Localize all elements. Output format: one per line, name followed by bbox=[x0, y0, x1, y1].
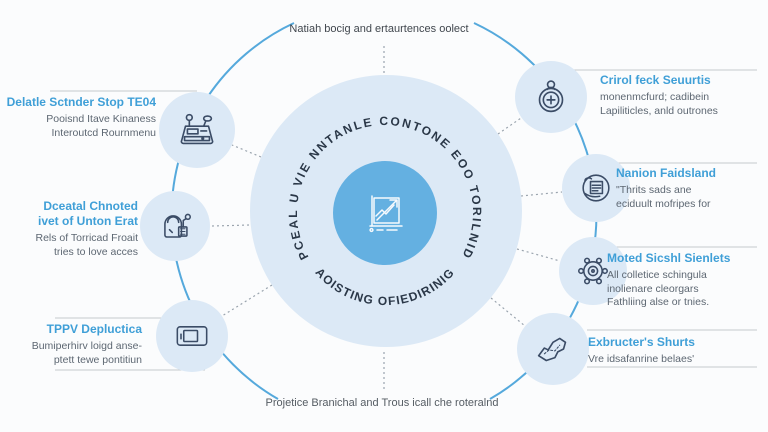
item-body-line: Fathliing alse or tnies. bbox=[607, 296, 710, 308]
satellite-bubble-left-3 bbox=[156, 300, 228, 372]
kettle-machine-icon bbox=[164, 213, 191, 238]
list-item-left-1: Delatle Sctnder Stop TE04 Pooisnd Itave … bbox=[6, 95, 156, 140]
satellite-bubble-right-2 bbox=[562, 154, 630, 222]
satellite-bubble-right-3 bbox=[559, 237, 627, 305]
item-body-line: monenmcfurd; cadibein bbox=[600, 91, 710, 103]
item-body-line: tries to love acces bbox=[53, 245, 138, 258]
tablet-card-icon bbox=[176, 326, 208, 346]
dashed-connectors bbox=[211, 46, 563, 390]
item-body-line: eciduult mofripes for bbox=[616, 197, 711, 210]
list-item-left-3: TPPV Depluctica Bumiperhirv loigd anse- … bbox=[6, 322, 142, 367]
item-body-line: All colletice schingula bbox=[607, 269, 707, 281]
item-body-line: Lapiliticles, anld outrones bbox=[600, 104, 718, 117]
item-title: Delatle Sctnder Stop TE04 bbox=[6, 95, 156, 109]
item-body-line: ptett tewe pontitiun bbox=[53, 353, 142, 366]
item-body-line: "Thrits sads ane bbox=[616, 184, 692, 196]
item-body-line: inolienare cleorgars bbox=[607, 282, 699, 295]
satellite-bubble-right-4 bbox=[517, 313, 589, 385]
gear-icon bbox=[578, 257, 608, 285]
globe-industry-icon bbox=[582, 174, 610, 202]
satellite-bubble-left-1 bbox=[159, 92, 235, 168]
item-title: Exbructer's Shurts bbox=[588, 335, 695, 349]
bottom-caption: Projetice Branichal and Trous icall che … bbox=[265, 397, 499, 409]
map-region-icon bbox=[537, 337, 567, 362]
label-rules bbox=[50, 69, 757, 371]
item-title: Crirol feck Seuurtis bbox=[600, 73, 711, 87]
item-title: Nanion Faidsland bbox=[616, 166, 717, 180]
list-item-right-1: Crirol feck Seuurtis monenmcfurd; cadibe… bbox=[600, 73, 768, 118]
item-body-line: Bumiperhirv loigd anse- bbox=[31, 340, 142, 352]
item-title: Dceatal Chnoted bbox=[43, 199, 138, 213]
cash-register-icon bbox=[180, 113, 214, 145]
item-body-line: Interoutcd Rournmenu bbox=[51, 126, 156, 139]
top-caption: Natiah bocig and ertaurtences oolect bbox=[289, 23, 469, 35]
list-item-right-4: Exbructer's Shurts Vre idsafanrine belae… bbox=[588, 335, 763, 367]
item-title: ivet of Unton Erat bbox=[37, 214, 138, 228]
list-item-right-2: Nanion Faidsland "Thrits sads ane eciduu… bbox=[616, 166, 766, 211]
list-item-right-3: Moted Sicshl Sienlets All colletice schi… bbox=[607, 251, 765, 310]
line-chart-arrow-icon bbox=[369, 195, 403, 233]
item-body-line: Pooisnd Itave Kinaness bbox=[46, 113, 156, 125]
item-title: Moted Sicshl Sienlets bbox=[607, 251, 731, 265]
item-body-line: Vre idsafanrine belaes' bbox=[588, 353, 695, 365]
satellite-bubble-right-1 bbox=[515, 61, 587, 133]
list-item-left-2: Dceatal Chnoted ivet of Unton Erat Rels … bbox=[6, 199, 138, 259]
item-body-line: Rels of Torricad Froait bbox=[35, 232, 138, 244]
satellite-bubble-left-2 bbox=[140, 191, 210, 261]
badge-emblem-icon bbox=[538, 80, 564, 113]
item-title: TPPV Depluctica bbox=[46, 322, 142, 336]
